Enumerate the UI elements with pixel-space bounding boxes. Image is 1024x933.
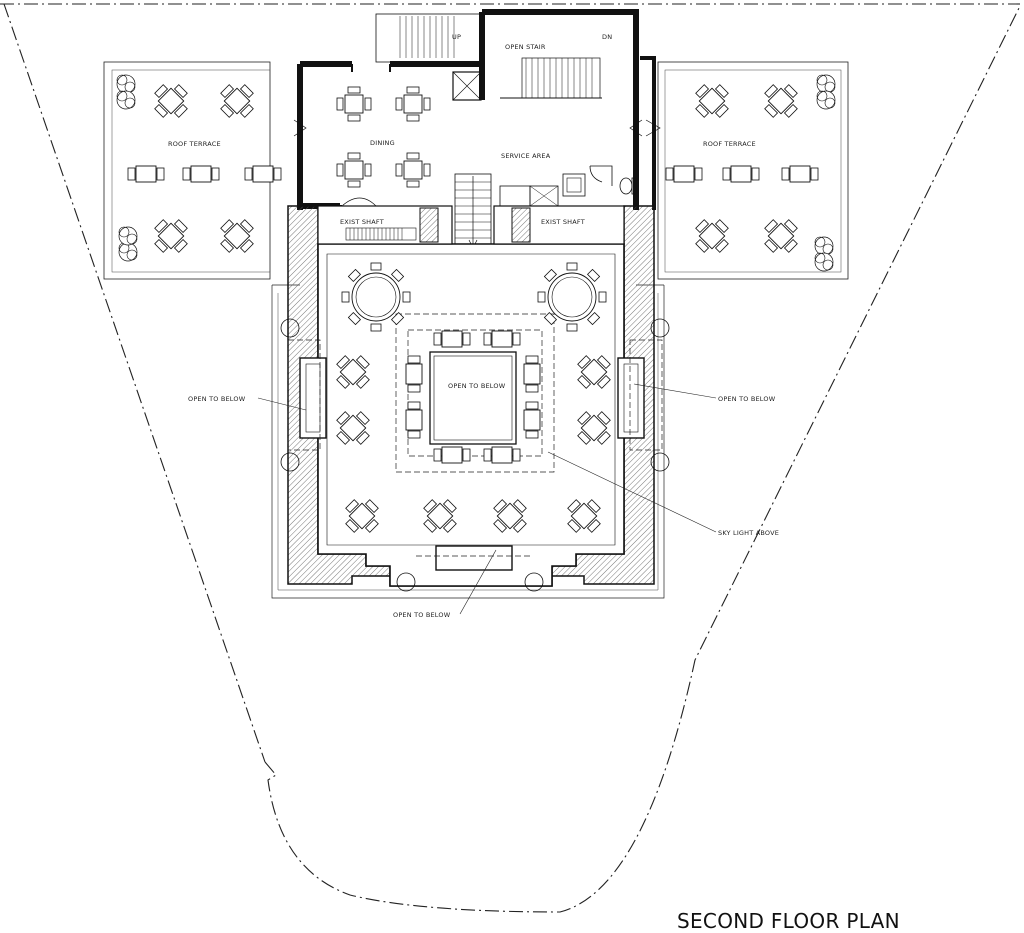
drawing-title: SECOND FLOOR PLAN (677, 909, 900, 933)
roof-terrace-left (103, 61, 282, 280)
label-exist-shaft-right: EXIST SHAFT (541, 218, 585, 226)
leader-lines (257, 383, 717, 615)
property-line (0, 3, 1021, 913)
label-open-stair: OPEN STAIR (505, 43, 546, 51)
roof-terrace-right (657, 61, 849, 280)
label-service-area: SERVICE AREA (501, 152, 551, 160)
label-open-to-below-right: OPEN TO BELOW (718, 395, 776, 403)
label-roof-terrace-right: ROOF TERRACE (703, 140, 756, 148)
label-dn: DN (602, 33, 612, 41)
label-exist-shaft-left: EXIST SHAFT (340, 218, 384, 226)
label-roof-terrace-left: ROOF TERRACE (168, 140, 221, 148)
main-hall (271, 205, 670, 599)
label-up: UP (452, 33, 461, 41)
label-open-to-below-center: OPEN TO BELOW (448, 382, 506, 390)
label-open-to-below-left: OPEN TO BELOW (188, 395, 246, 403)
dining-tables (336, 86, 431, 188)
label-open-to-below-bottom: OPEN TO BELOW (393, 611, 451, 619)
label-sky-light: SKY LIGHT ABOVE (718, 529, 779, 537)
label-dining: DINING (370, 139, 395, 147)
